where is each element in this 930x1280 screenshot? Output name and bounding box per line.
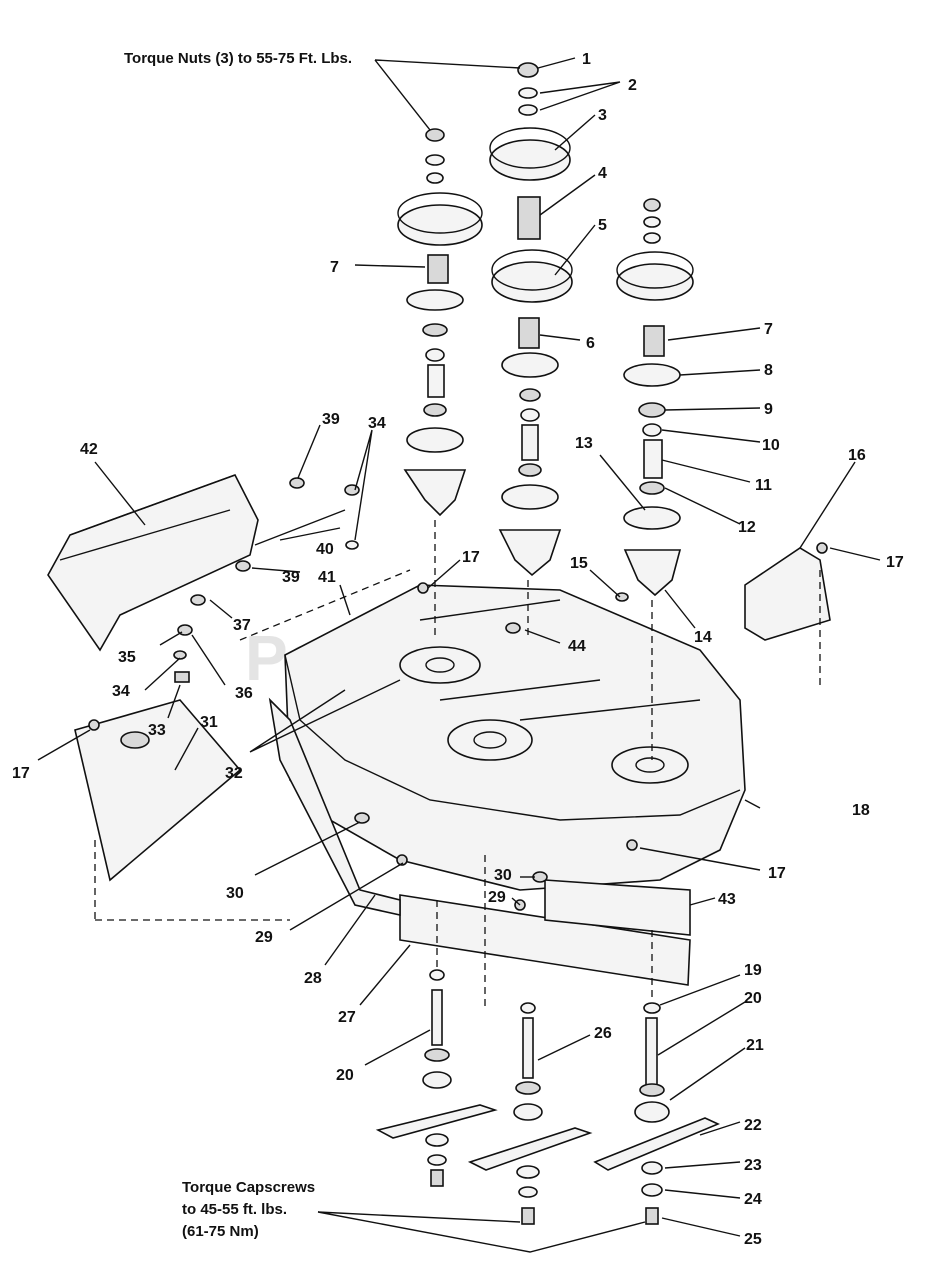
callout-39-mid: 39	[282, 569, 300, 586]
callout-6: 6	[586, 335, 595, 352]
callout-31: 31	[200, 714, 218, 731]
callout-4: 4	[598, 165, 607, 182]
callout-17-left: 17	[12, 765, 30, 782]
left-blade-assembly	[375, 969, 498, 1187]
callout-20-left: 20	[336, 1067, 354, 1084]
side-baffle	[268, 697, 401, 916]
callout-39-top: 39	[322, 411, 340, 428]
callout-8: 8	[764, 362, 773, 379]
center-spindle-stack	[489, 62, 573, 577]
deck-housing	[284, 584, 746, 891]
callout-41: 41	[318, 569, 336, 586]
callout-9: 9	[764, 401, 773, 418]
callout-5: 5	[598, 217, 607, 234]
callout-37: 37	[233, 617, 251, 634]
belt-cover-left	[74, 699, 242, 882]
callout-20-right: 20	[744, 990, 762, 1007]
callout-17-center: 17	[462, 549, 480, 566]
center-blade-assembly	[467, 1002, 593, 1225]
callout-13: 13	[575, 435, 593, 452]
callout-43: 43	[718, 891, 736, 908]
callout-30-left: 30	[226, 885, 244, 902]
torque-capscrews-note-line2: to 45-55 ft. lbs.	[182, 1201, 287, 1218]
callout-12: 12	[738, 519, 756, 536]
callout-44: 44	[568, 638, 586, 655]
callout-18: 18	[852, 802, 870, 819]
leader-lines	[37, 57, 881, 1253]
right-baffle	[544, 879, 691, 936]
callout-33: 33	[148, 722, 166, 739]
callout-34-top: 34	[368, 415, 386, 432]
callout-25: 25	[744, 1231, 762, 1248]
callout-labels: 1 2 3 4 5 6 7 7 8 9 10 11 12 13 14 15 16…	[12, 51, 904, 1248]
callout-10: 10	[762, 437, 780, 454]
discharge-chute	[47, 474, 259, 652]
callout-14: 14	[694, 629, 712, 646]
callout-7-left: 7	[330, 259, 339, 276]
callout-24: 24	[744, 1191, 762, 1208]
callout-35: 35	[118, 649, 136, 666]
callout-40: 40	[316, 541, 334, 558]
left-spindle-stack	[397, 128, 483, 517]
torque-capscrews-note-line1: Torque Capscrews	[182, 1179, 315, 1196]
right-blade-assembly	[593, 1002, 720, 1225]
callout-7-right: 7	[764, 321, 773, 338]
hardware	[88, 477, 828, 911]
callout-28: 28	[304, 970, 322, 987]
callout-29-left: 29	[255, 929, 273, 946]
callout-16: 16	[848, 447, 866, 464]
callout-3: 3	[598, 107, 607, 124]
right-spindle-stack	[616, 198, 694, 597]
callout-36: 36	[235, 685, 253, 702]
callout-22: 22	[744, 1117, 762, 1134]
callout-29-center: 29	[488, 889, 506, 906]
callout-17-front: 17	[768, 865, 786, 882]
torque-capscrews-note-line3: (61-75 Nm)	[182, 1223, 259, 1240]
assembly-lines	[94, 520, 821, 1010]
callout-26: 26	[594, 1025, 612, 1042]
callout-23: 23	[744, 1157, 762, 1174]
torque-nuts-note: Torque Nuts (3) to 55-75 Ft. Lbs.	[124, 50, 352, 67]
callout-42: 42	[80, 441, 98, 458]
callout-19: 19	[744, 962, 762, 979]
callout-27: 27	[338, 1009, 356, 1026]
callout-30-center: 30	[494, 867, 512, 884]
callout-21: 21	[746, 1037, 764, 1054]
belt-cover-right	[744, 547, 831, 641]
callout-32: 32	[225, 765, 243, 782]
callout-1: 1	[582, 51, 591, 68]
callout-15: 15	[570, 555, 588, 572]
callout-11: 11	[755, 477, 772, 494]
callout-2: 2	[628, 77, 637, 94]
callout-17-top-right: 17	[886, 554, 904, 571]
callout-34-left: 34	[112, 683, 130, 700]
